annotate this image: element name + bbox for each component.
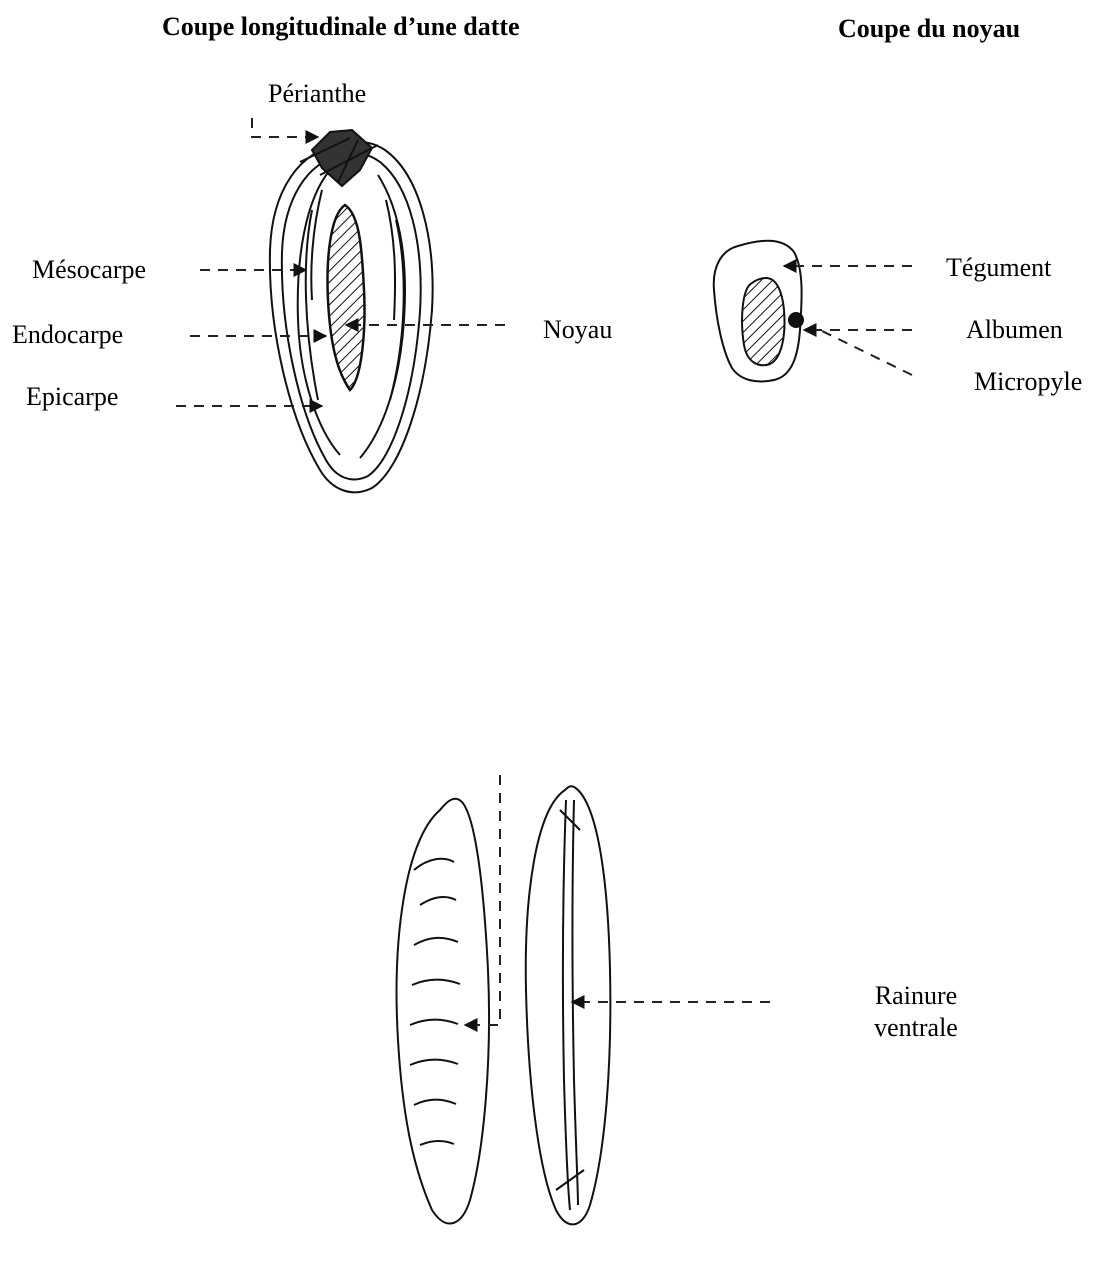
kernel-leader-lines xyxy=(465,775,770,1025)
label-epicarpe: Epicarpe xyxy=(26,380,118,414)
label-rainure-ventrale: Rainure ventrale xyxy=(856,980,976,1044)
kernel-drawing xyxy=(397,786,611,1224)
label-mesocarpe: Mésocarpe xyxy=(32,253,146,287)
label-tegument: Tégument xyxy=(946,251,1051,285)
label-rainure-line2: ventrale xyxy=(856,1012,976,1044)
label-perianthe: Périanthe xyxy=(268,77,366,111)
label-micropyle: Micropyle xyxy=(974,365,1082,399)
seed-drawing xyxy=(714,241,804,382)
label-albumen: Albumen xyxy=(966,313,1063,347)
label-rainure-line1: Rainure xyxy=(856,980,976,1012)
date-drawing xyxy=(270,130,433,492)
label-endocarpe: Endocarpe xyxy=(12,318,123,352)
label-noyau: Noyau xyxy=(543,313,612,347)
